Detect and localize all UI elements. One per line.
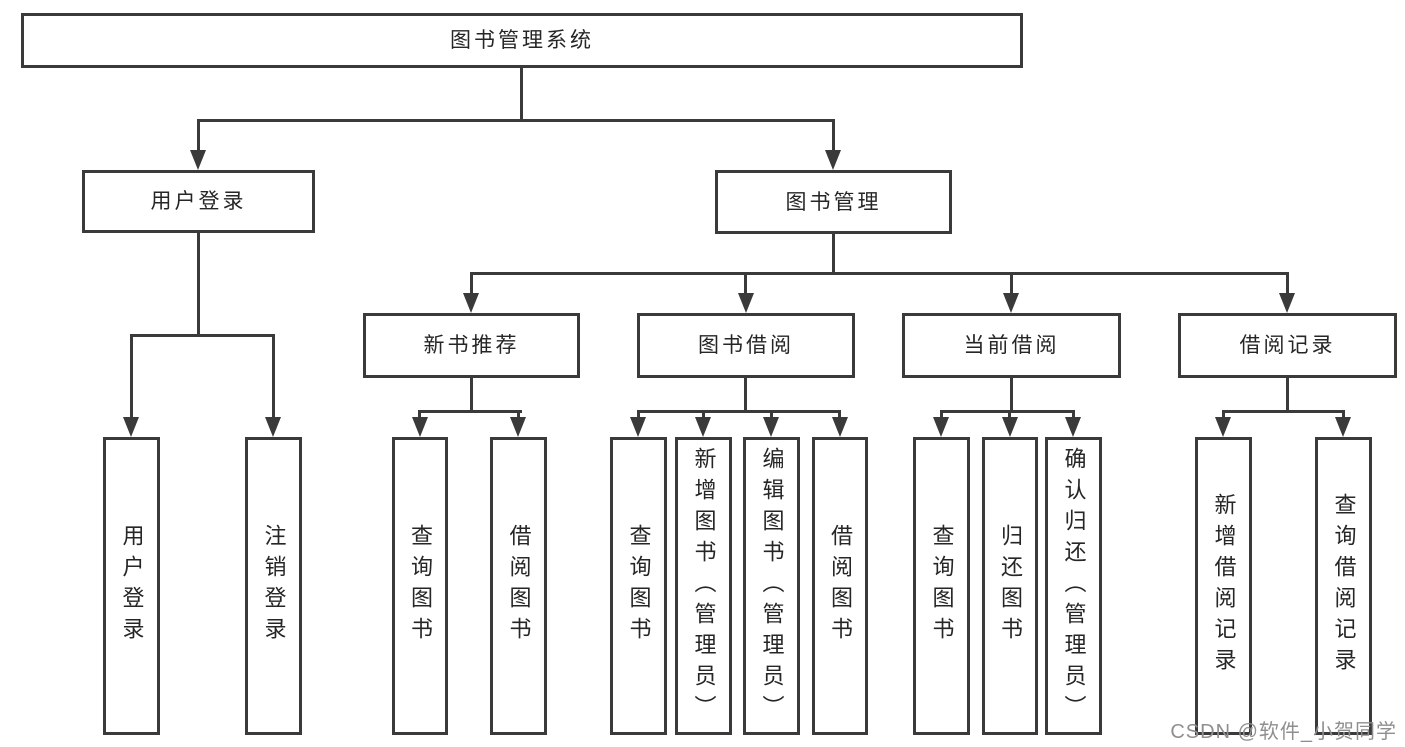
connector-drop: [517, 410, 520, 419]
node-current-borrowing: 当前借阅: [902, 313, 1121, 378]
arrowhead-down-icon: [933, 417, 949, 437]
connector-stem: [1010, 377, 1013, 412]
connector-book-management-stem: [832, 233, 835, 274]
arrowhead-down-icon: [1002, 417, 1018, 437]
connector-drop: [940, 410, 943, 419]
connector-drop-borrowing-records: [1286, 272, 1289, 296]
leaf-query-books-recommend: 查询图书: [392, 437, 448, 735]
connector-drop-logout: [272, 334, 275, 420]
connector-user-login-stem: [197, 232, 200, 336]
connector-drop: [838, 410, 841, 419]
node-new-book-recommendation: 新书推荐: [363, 313, 580, 378]
arrowhead-down-icon: [190, 150, 206, 170]
arrowhead-down-icon: [265, 417, 281, 437]
connector-drop-login: [130, 334, 133, 420]
arrowhead-down-icon: [123, 417, 139, 437]
arrowhead-down-icon: [1215, 417, 1231, 437]
arrowhead-down-icon: [630, 417, 646, 437]
connector-stem: [470, 377, 473, 412]
node-book-borrowing: 图书借阅: [637, 313, 855, 378]
connector-branch: [418, 410, 522, 413]
connector-drop-current-borrowing: [1010, 272, 1013, 296]
arrowhead-down-icon: [412, 417, 428, 437]
connector-drop-book-borrowing: [744, 272, 747, 296]
connector-drop-new-book-recommendation: [470, 272, 473, 296]
leaf-query-books-borrowing: 查询图书: [610, 437, 667, 735]
leaf-borrow-books-recommend: 借阅图书: [490, 437, 547, 735]
arrowhead-down-icon: [1279, 293, 1295, 313]
connector-drop: [418, 410, 421, 419]
arrowhead-down-icon: [1065, 417, 1081, 437]
connector-drop: [1008, 410, 1011, 419]
node-borrowing-records: 借阅记录: [1178, 313, 1397, 378]
leaf-edit-books-admin: 编辑图书（管理员）: [743, 437, 800, 735]
node-user-login: 用户登录: [82, 170, 315, 233]
connector-drop: [702, 410, 705, 419]
connector-drop-book-management: [832, 119, 835, 153]
connector-branch: [637, 410, 841, 413]
connector-drop: [1072, 410, 1075, 419]
csdn-watermark: CSDN @软件_小贺同学: [1170, 721, 1397, 743]
node-book-management: 图书管理: [715, 170, 952, 234]
arrowhead-down-icon: [1335, 417, 1351, 437]
arrowhead-down-icon: [825, 150, 841, 170]
connector-branch: [1222, 410, 1345, 413]
connector-branch: [940, 410, 1074, 413]
arrowhead-down-icon: [463, 293, 479, 313]
leaf-add-borrow-record: 新增借阅记录: [1195, 437, 1252, 735]
arrowhead-down-icon: [1003, 293, 1019, 313]
connector-root-branch: [197, 119, 835, 122]
leaf-user-login: 用户登录: [103, 437, 160, 735]
arrowhead-down-icon: [510, 417, 526, 437]
connector-drop: [637, 410, 640, 419]
arrowhead-down-icon: [763, 417, 779, 437]
leaf-confirm-return-admin: 确认归还（管理员）: [1045, 437, 1102, 735]
connector-drop-user-login: [197, 119, 200, 153]
connector-drop: [1222, 410, 1225, 419]
connector-drop: [1342, 410, 1345, 419]
leaf-query-books-current: 查询图书: [913, 437, 970, 735]
leaf-borrow-books: 借阅图书: [812, 437, 868, 735]
arrowhead-down-icon: [738, 293, 754, 313]
connector-user-login-branch: [130, 334, 275, 337]
connector-root-stem: [520, 68, 523, 121]
connector-stem: [744, 377, 747, 412]
leaf-logout: 注销登录: [245, 437, 302, 735]
connector-book-management-branch: [470, 272, 1289, 275]
leaf-return-books: 归还图书: [982, 437, 1038, 735]
arrowhead-down-icon: [832, 417, 848, 437]
leaf-add-books-admin: 新增图书（管理员）: [675, 437, 732, 735]
leaf-query-borrow-record: 查询借阅记录: [1315, 437, 1372, 735]
arrowhead-down-icon: [695, 417, 711, 437]
connector-drop: [770, 410, 773, 419]
node-library-management-system: 图书管理系统: [21, 13, 1023, 68]
connector-stem: [1286, 377, 1289, 412]
